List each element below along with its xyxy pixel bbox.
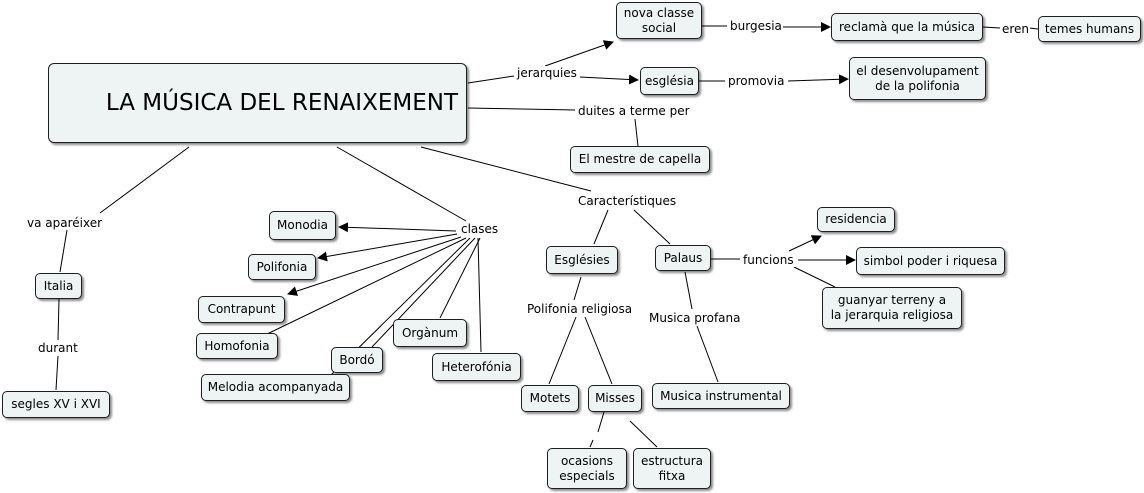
node-segles[interactable]: segles XV i XVI [2,391,110,418]
node-motets[interactable]: Motets [521,385,579,412]
link-label-musica-profana: Musica profana [648,311,742,325]
node-bordo[interactable]: Bordó [331,347,383,373]
main-title-node[interactable]: LA MÚSICA DEL RENAIXEMENT [48,63,467,143]
node-palaus[interactable]: Palaus [655,245,711,271]
node-temes-humans[interactable]: temes humans [1038,16,1141,42]
node-reclama-musica[interactable]: reclamà que la música [831,13,983,41]
node-melodia-acompanyada[interactable]: Melodia acompanyada [201,374,350,401]
node-organum[interactable]: Orgànum [393,319,467,347]
link-label-funcions: funcions [742,253,795,267]
link-label-va-apareixer: va aparéixer [26,216,104,230]
link-label-eren: eren [1001,22,1031,36]
node-simbol-poder[interactable]: simbol poder i riquesa [856,247,1005,275]
link-label-jerarquies: jerarquies [516,66,578,80]
node-guanyar-terreny[interactable]: guanyar terreny a la jerarquia religiosa [822,287,962,329]
node-misses[interactable]: Misses [588,385,642,412]
node-desenvolupament-polifonia[interactable]: el desenvolupament de la polifonia [849,57,986,100]
link-label-promovia: promovia [727,74,786,88]
link-label-duites: duites a terme per [577,104,691,118]
node-residencia[interactable]: residencia [817,207,895,232]
link-label-caracteristiques: Característiques [577,194,678,208]
node-estructura-fitxa[interactable]: estructura fitxa [633,448,711,489]
link-label-clases: clases [460,222,500,236]
node-italia[interactable]: Italia [35,273,82,299]
node-homofonia[interactable]: Homofonia [196,333,278,359]
node-nova-classe-social[interactable]: nova classe social [616,2,702,39]
link-label-polifonia-religiosa: Polifonia religiosa [526,302,634,316]
node-polifonia[interactable]: Polifonia [248,254,316,280]
node-musica-instrumental[interactable]: Musica instrumental [652,383,790,409]
node-esglesies[interactable]: Esglésies [546,246,618,274]
node-eglesia[interactable]: església [640,67,699,95]
link-label-durant: durant [37,341,79,355]
node-mestre-capella[interactable]: El mestre de capella [570,146,710,173]
node-heterofonia[interactable]: Heterofónia [432,353,521,381]
node-ocasions-especials[interactable]: ocasions especials [547,448,627,489]
node-contrapunt[interactable]: Contrapunt [198,296,285,323]
node-monodia[interactable]: Monodia [269,211,336,240]
link-label-burgesia: burgesia [729,19,783,33]
